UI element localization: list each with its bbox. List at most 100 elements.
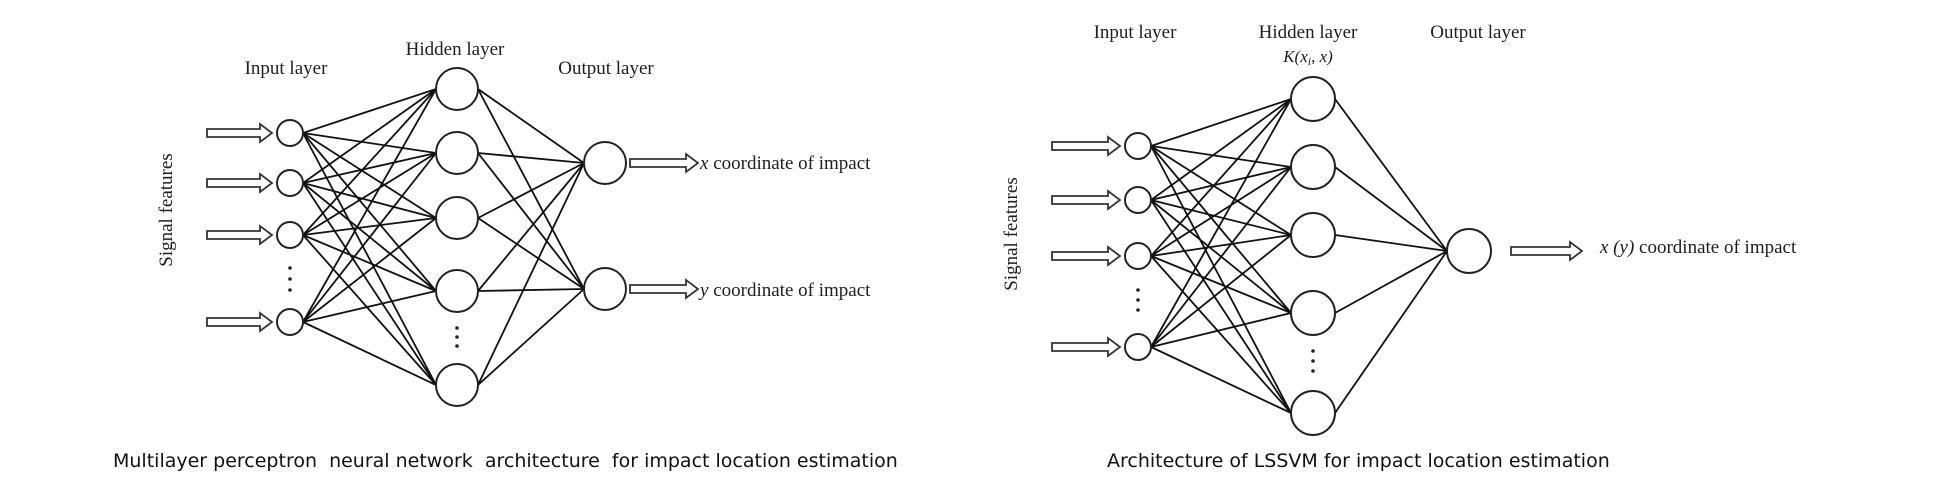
edge-input3-hidden1 xyxy=(302,88,437,236)
ellipsis-dot xyxy=(288,266,292,270)
ellipsis-dot xyxy=(1311,349,1315,353)
mlp-signal-features-label: Signal features xyxy=(156,153,177,266)
edge-hidden1-output1 xyxy=(1334,98,1448,252)
input-arrow-icon-1 xyxy=(1051,135,1122,157)
ellipsis-dot xyxy=(455,326,459,330)
input-arrow-icon-4 xyxy=(206,311,274,333)
lssvm-diagram: Input layer Hidden layer K(xi, x) Output… xyxy=(1001,22,1797,472)
edge-input3-hidden5 xyxy=(1150,255,1292,414)
edge-input4-hidden4 xyxy=(302,290,437,323)
mlp-nodes xyxy=(276,67,627,407)
mlp-output-x-label: x coordinate of impact xyxy=(699,153,871,174)
mlp-hidden-layer-label: Hidden layer xyxy=(406,39,505,60)
lssvm-hidden-layer-label: Hidden layer xyxy=(1259,22,1358,43)
edge-input2-hidden2 xyxy=(1150,166,1292,201)
edge-hidden1-output2 xyxy=(477,88,585,290)
input-ellipsis-icon xyxy=(1136,288,1140,312)
edge-input4-hidden3 xyxy=(302,217,437,323)
edge-hidden5-output2 xyxy=(477,288,585,386)
edge-input4-hidden4 xyxy=(1150,312,1292,348)
hidden-node-3 xyxy=(435,196,479,240)
edge-hidden3-output1 xyxy=(477,162,585,219)
edge-input1-hidden5 xyxy=(1150,145,1292,414)
edge-input2-hidden3 xyxy=(302,182,437,219)
input-node-4 xyxy=(1124,333,1152,361)
edge-input1-hidden2 xyxy=(302,132,437,154)
mlp-output-layer-label: Output layer xyxy=(558,58,654,79)
mlp-diagram: Input layer Hidden layer Output layer Si… xyxy=(113,39,898,472)
edge-input4-hidden5 xyxy=(302,321,437,386)
edge-input1-hidden4 xyxy=(302,132,437,292)
mlp-output-y-label: y coordinate of impact xyxy=(698,280,871,301)
input-arrow-icon-2 xyxy=(1051,189,1122,211)
edge-hidden1-output1 xyxy=(477,88,585,164)
edge-input3-hidden5 xyxy=(302,234,437,386)
input-node-1 xyxy=(276,119,304,147)
hidden-node-4 xyxy=(1290,290,1336,336)
input-node-4 xyxy=(276,308,304,336)
edge-input2-hidden1 xyxy=(302,88,437,184)
lssvm-output-layer-label: Output layer xyxy=(1430,22,1526,43)
input-ellipsis-icon xyxy=(288,266,292,292)
output-arrow-icon-2 xyxy=(629,278,700,300)
edge-input1-hidden2 xyxy=(1150,145,1292,168)
hidden-node-5 xyxy=(1290,390,1336,436)
mlp-output-y-text: coordinate of impact xyxy=(708,280,871,301)
edge-input2-hidden5 xyxy=(1150,199,1292,414)
edge-hidden4-output2 xyxy=(477,288,585,292)
edge-hidden2-output1 xyxy=(477,152,585,164)
ellipsis-dot xyxy=(288,277,292,281)
mlp-output-x-var: x xyxy=(699,153,709,174)
lssvm-output-label: x (y) coordinate of impact xyxy=(1599,237,1797,258)
edge-hidden2-output2 xyxy=(477,152,585,290)
edge-input1-hidden4 xyxy=(1150,145,1292,314)
mlp-output-y-var: y xyxy=(698,280,709,301)
mlp-connections xyxy=(302,88,585,386)
input-arrow-icon-1 xyxy=(206,122,274,144)
edge-hidden5-output1 xyxy=(1334,250,1448,414)
input-node-2 xyxy=(276,169,304,197)
ellipsis-dot xyxy=(1311,359,1315,363)
mlp-arrows xyxy=(206,122,700,333)
edge-input4-hidden3 xyxy=(1150,234,1292,348)
ellipsis-dot xyxy=(1311,369,1315,373)
mlp-input-layer-label: Input layer xyxy=(245,58,329,79)
input-arrow-icon-4 xyxy=(1051,336,1122,358)
edge-hidden4-output1 xyxy=(1334,250,1448,314)
mlp-caption: Multilayer perceptron neural network arc… xyxy=(113,450,898,472)
edge-input3-hidden1 xyxy=(1150,98,1292,257)
hidden-ellipsis-icon xyxy=(1311,349,1315,373)
hidden-node-1 xyxy=(1290,76,1336,122)
input-arrow-icon-3 xyxy=(1051,245,1122,267)
ellipsis-dot xyxy=(455,344,459,348)
lssvm-nodes xyxy=(1124,76,1492,436)
edge-input1-hidden3 xyxy=(1150,145,1292,236)
lssvm-arrows xyxy=(1051,135,1584,358)
ellipsis-dot xyxy=(1136,298,1140,302)
input-arrow-icon-2 xyxy=(206,172,274,194)
edge-input3-hidden4 xyxy=(302,234,437,292)
lssvm-connections xyxy=(1150,98,1448,414)
lssvm-kernel-label: K(xi, x) xyxy=(1282,47,1333,68)
edge-hidden5-output1 xyxy=(477,162,585,386)
edge-hidden2-output1 xyxy=(1334,166,1448,252)
edge-input3-hidden2 xyxy=(1150,166,1292,257)
edge-input4-hidden1 xyxy=(302,88,437,323)
output-node-2 xyxy=(583,267,627,311)
ellipsis-dot xyxy=(455,335,459,339)
hidden-node-2 xyxy=(435,131,479,175)
edge-input1-hidden5 xyxy=(302,132,437,386)
edge-input3-hidden3 xyxy=(1150,234,1292,257)
edge-input4-hidden1 xyxy=(1150,98,1292,348)
hidden-ellipsis-icon xyxy=(455,326,459,348)
edge-input2-hidden5 xyxy=(302,182,437,386)
lssvm-output-text: coordinate of impact xyxy=(1634,237,1797,258)
kernel-subscript: i xyxy=(1308,54,1311,68)
output-arrow-icon-1 xyxy=(629,152,700,174)
edge-input1-hidden1 xyxy=(302,88,437,134)
edge-input2-hidden3 xyxy=(1150,199,1292,236)
output-node-1 xyxy=(1446,228,1492,274)
output-arrow-icon-1 xyxy=(1510,240,1584,262)
edge-input4-hidden5 xyxy=(1150,346,1292,414)
